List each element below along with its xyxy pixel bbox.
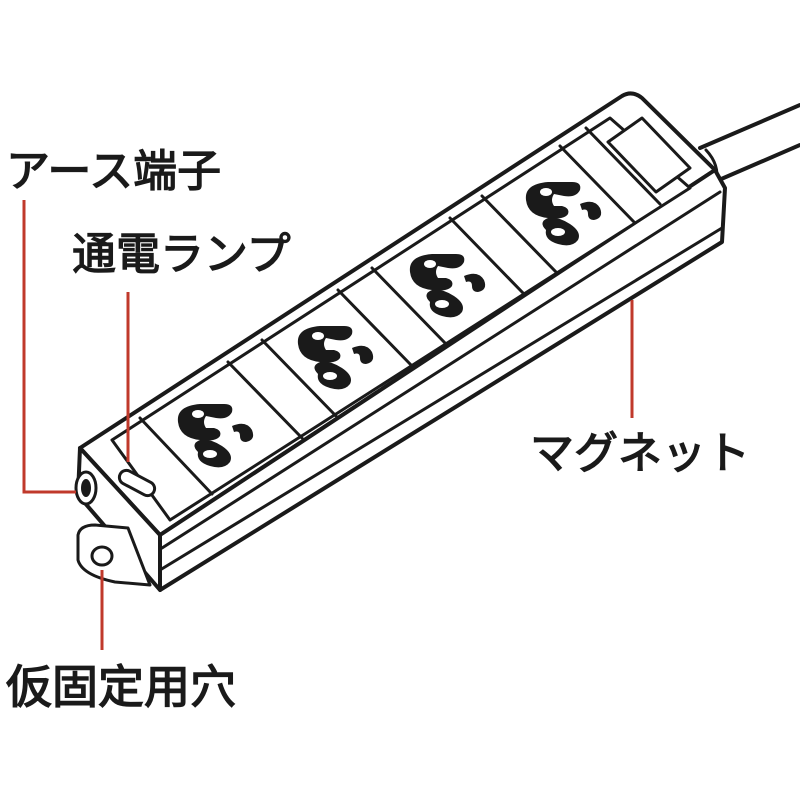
label-magnet: マグネット — [530, 428, 750, 479]
label-temp-fixing-hole: 仮固定用穴 — [6, 660, 236, 714]
mounting-hole-icon — [76, 523, 152, 587]
earth-terminal-icon — [74, 470, 98, 506]
label-earth-terminal: アース端子 — [6, 146, 222, 197]
leader-earth-terminal — [22, 200, 76, 494]
switch-cover — [606, 116, 692, 194]
power-lamp-icon — [117, 468, 157, 498]
label-power-lamp: 通電ランプ — [72, 229, 291, 280]
leader-lines — [22, 200, 634, 650]
